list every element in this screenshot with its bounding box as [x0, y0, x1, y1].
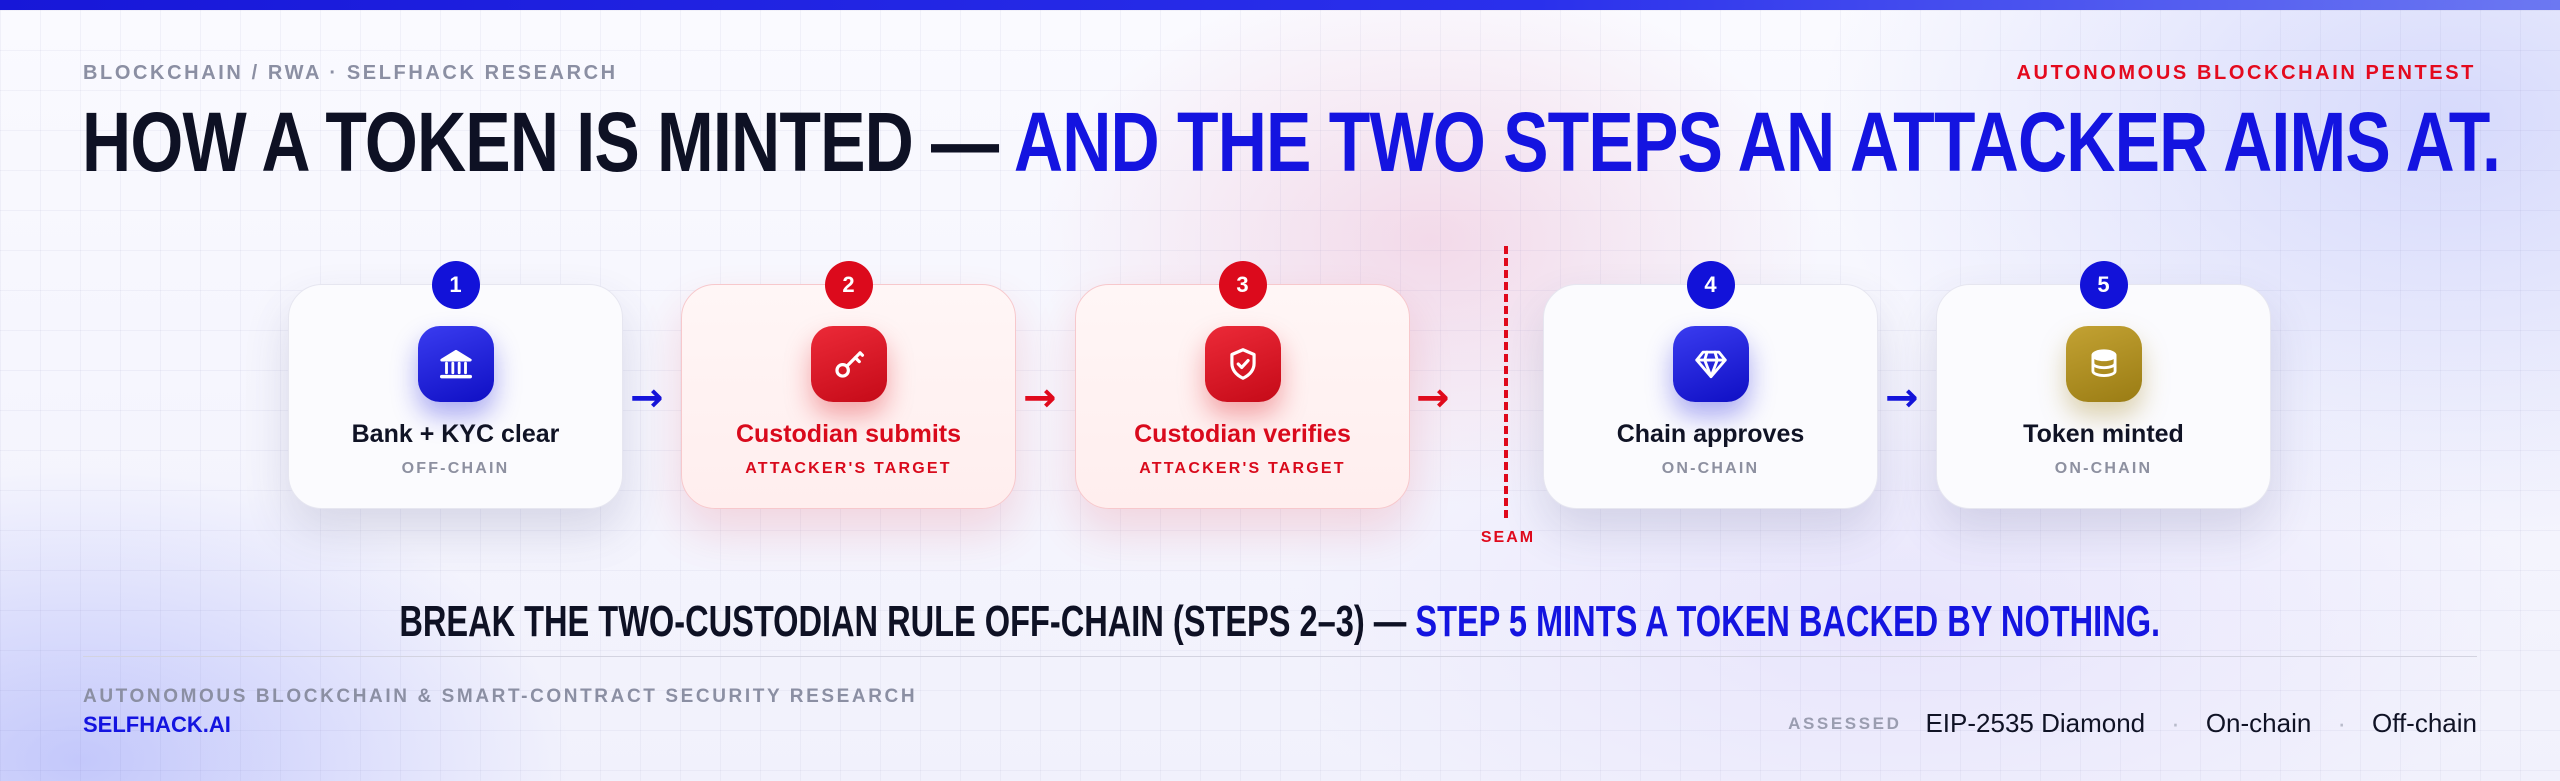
- brand-link[interactable]: SELFHACK.AI: [83, 712, 231, 737]
- coin-stack-icon: [2065, 326, 2142, 402]
- separator-dot: ·: [2171, 708, 2180, 738]
- seam-label: SEAM: [1480, 529, 1536, 546]
- assessed-item: Off-chain: [2371, 708, 2477, 738]
- tagline-blue-part: STEP 5 MINTS A TOKEN BACKED BY NOTHING.: [1415, 597, 2161, 646]
- flow-arrow-icon: →: [630, 375, 664, 421]
- step-card-4: 4 Chain approves ON-CHAIN: [1543, 261, 1878, 509]
- footer-divider: [83, 656, 2477, 657]
- step-title: Custodian verifies: [1134, 420, 1351, 448]
- eyebrow-label: BLOCKCHAIN / RWA · SELFHACK RESEARCH: [83, 62, 618, 84]
- step-title: Token minted: [2023, 420, 2184, 448]
- bank-icon: [417, 326, 494, 402]
- step-number-badge: 4: [1686, 261, 1735, 309]
- assessed-item: EIP-2535 Diamond: [1925, 708, 2146, 738]
- step-title: Bank + KYC clear: [351, 420, 560, 448]
- step-card-1: 1 Bank + KYC clear OFF-CHAIN: [288, 261, 623, 509]
- step-subtitle: ATTACKER'S TARGET: [745, 460, 952, 477]
- step-number-badge: 5: [2079, 261, 2128, 309]
- footer-description: AUTONOMOUS BLOCKCHAIN & SMART-CONTRACT S…: [83, 686, 918, 707]
- step-title: Custodian submits: [735, 420, 961, 448]
- step-number-badge: 1: [431, 261, 480, 309]
- flow-arrow-icon: →: [1416, 375, 1450, 421]
- step-title: Chain approves: [1616, 420, 1805, 448]
- eyebrow-right-label: AUTONOMOUS BLOCKCHAIN PENTEST: [2016, 62, 2476, 84]
- flow-arrow-icon: →: [1885, 375, 1919, 421]
- headline-blue-part: AND THE TWO STEPS AN ATTACKER AIMS AT.: [1013, 95, 2501, 189]
- seam-divider: [1504, 246, 1508, 518]
- key-icon: [810, 326, 887, 402]
- diamond-icon: [1672, 326, 1749, 402]
- step-subtitle: ON-CHAIN: [1661, 460, 1760, 477]
- step-subtitle: OFF-CHAIN: [401, 460, 510, 477]
- step-card-5: 5 Token minted ON-CHAIN: [1936, 261, 2271, 509]
- headline-dark-part: HOW A TOKEN IS MINTED —: [82, 95, 999, 189]
- step-number-badge: 3: [1218, 261, 1267, 309]
- assessed-list: ASSESSED EIP-2535 Diamond · On-chain · O…: [1788, 708, 2477, 739]
- shield-check-icon: [1204, 326, 1281, 402]
- page-title: HOW A TOKEN IS MINTED — AND THE TWO STEP…: [82, 100, 2501, 184]
- assessed-label: ASSESSED: [1788, 713, 1902, 733]
- step-subtitle: ON-CHAIN: [2054, 460, 2153, 477]
- assessed-item: On-chain: [2205, 708, 2312, 738]
- step-subtitle: ATTACKER'S TARGET: [1139, 460, 1346, 477]
- step-card-3: 3 Custodian verifies ATTACKER'S TARGET: [1075, 261, 1410, 509]
- top-accent-bar: [0, 0, 2560, 10]
- step-card-2: 2 Custodian submits ATTACKER'S TARGET: [681, 261, 1016, 509]
- tagline: BREAK THE TWO-CUSTODIAN RULE OFF-CHAIN (…: [0, 600, 2560, 644]
- step-number-badge: 2: [824, 261, 873, 309]
- tagline-dark-part: BREAK THE TWO-CUSTODIAN RULE OFF-CHAIN (…: [399, 597, 1407, 646]
- flow-arrow-icon: →: [1023, 375, 1057, 421]
- separator-dot: ·: [2337, 708, 2346, 738]
